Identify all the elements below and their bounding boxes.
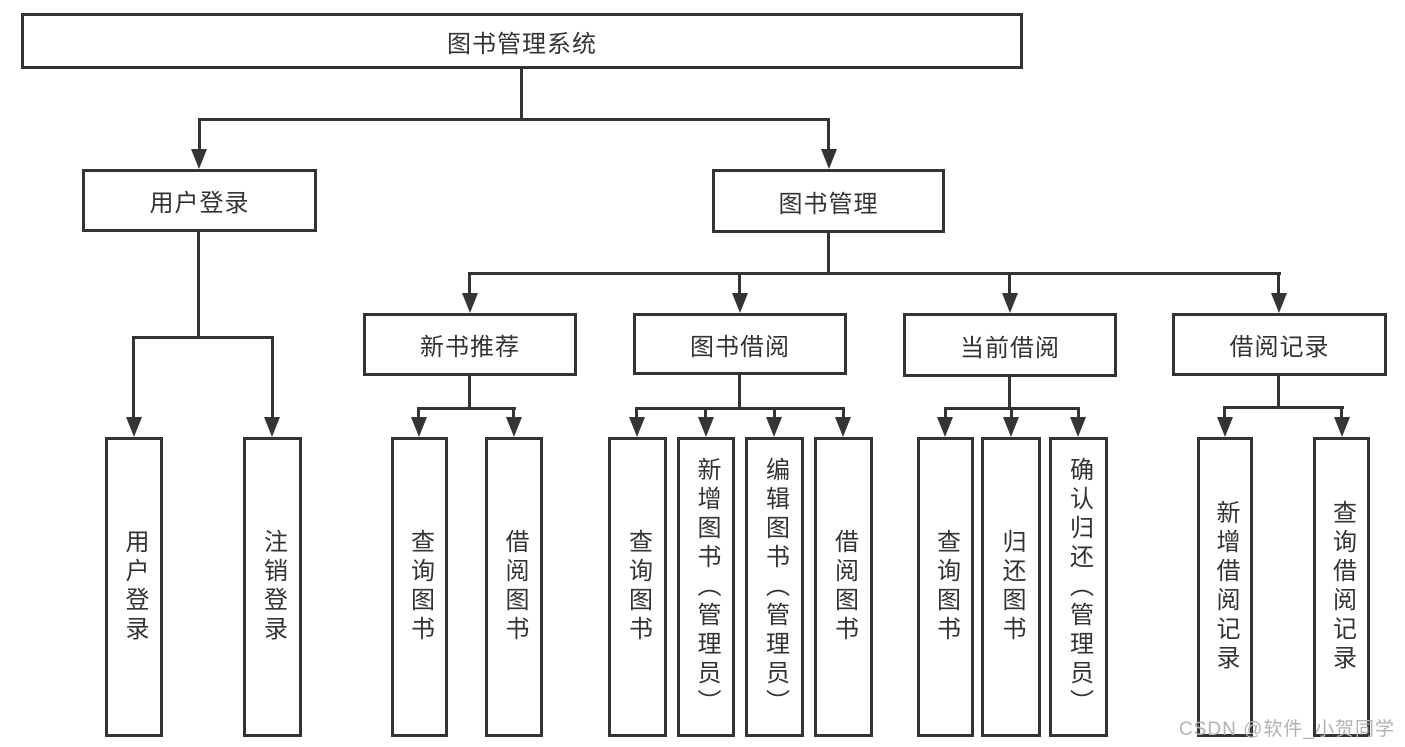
connector-bb-stub-2 <box>704 407 707 419</box>
node-leaf-borrow-books-1: 借阅图书 <box>485 437 543 737</box>
node-label: 当前借阅 <box>960 334 1060 362</box>
node-label: 归还图书 <box>998 529 1025 645</box>
node-leaf-query-books-3: 查询图书 <box>917 437 974 737</box>
connector-bookmgmt-stub-4 <box>1277 272 1280 295</box>
node-label: 借阅图书 <box>830 529 858 645</box>
node-label: 用户登录 <box>149 190 250 217</box>
connector-bookmgmt-vline <box>827 233 830 274</box>
connector-bb-stub-3 <box>773 407 776 419</box>
arrow-down-icon <box>1334 417 1350 437</box>
node-label: 确认归还（管理员） <box>1065 456 1093 718</box>
connector-root-vline <box>520 69 523 118</box>
node-label: 新增借阅记录 <box>1212 500 1239 674</box>
arrow-down-icon <box>835 417 851 437</box>
arrow-down-icon <box>937 417 953 437</box>
node-label: 注销登录 <box>259 529 287 645</box>
node-label: 新增图书（管理员） <box>693 456 720 718</box>
connector-cb-stub-3 <box>1077 407 1080 419</box>
connector-br-hline <box>1223 406 1344 409</box>
arrow-down-icon <box>629 417 645 437</box>
connector-bb-hline <box>636 407 845 410</box>
node-label: 图书管理 <box>778 190 879 218</box>
arrow-down-icon <box>1217 417 1233 437</box>
arrow-down-icon <box>698 417 714 437</box>
arrow-down-icon <box>462 293 478 313</box>
node-label: 借阅记录 <box>1229 334 1330 361</box>
connector-br-vline <box>1277 376 1280 408</box>
connector-br-stub-1 <box>1223 406 1226 419</box>
connector-bb-stub-1 <box>635 407 638 419</box>
arrow-down-icon <box>264 417 280 437</box>
connector-nbr-stub-2 <box>512 407 515 419</box>
connector-bookmgmt-stub-1 <box>468 272 471 295</box>
node-leaf-borrow-books-2: 借阅图书 <box>814 437 873 737</box>
node-book-borrowing: 图书借阅 <box>633 313 847 375</box>
node-user-login: 用户登录 <box>82 169 317 232</box>
node-leaf-logout: 注销登录 <box>243 437 302 737</box>
node-borrowing-records: 借阅记录 <box>1172 313 1387 376</box>
node-label: 查询图书 <box>932 529 960 645</box>
connector-bookmgmt-stub-3 <box>1008 272 1011 295</box>
node-new-book-recommendation: 新书推荐 <box>363 313 577 376</box>
connector-root-stub-right <box>827 118 830 151</box>
arrow-down-icon <box>732 293 748 313</box>
connector-cb-stub-2 <box>1010 407 1013 419</box>
connector-userlogin-vline <box>197 232 200 336</box>
node-leaf-confirm-return-admin: 确认归还（管理员） <box>1049 437 1108 737</box>
connector-bb-vline <box>738 375 741 409</box>
arrow-down-icon <box>191 149 207 169</box>
arrow-down-icon <box>506 417 522 437</box>
node-label: 查询图书 <box>624 529 652 645</box>
arrow-down-icon <box>1271 293 1287 313</box>
connector-nbr-vline <box>468 376 471 409</box>
node-current-borrowing: 当前借阅 <box>903 313 1117 377</box>
connector-userlogin-stub-1 <box>132 336 135 419</box>
node-leaf-edit-books-admin: 编辑图书（管理员） <box>745 437 804 737</box>
node-label: 查询图书 <box>406 529 434 645</box>
arrow-down-icon <box>411 417 427 437</box>
connector-nbr-stub-1 <box>417 407 420 419</box>
connector-userlogin-stub-2 <box>271 336 274 419</box>
connector-cb-stub-1 <box>944 407 947 419</box>
connector-nbr-hline <box>418 407 516 410</box>
node-leaf-query-books-1: 查询图书 <box>391 437 448 737</box>
connector-bb-stub-4 <box>842 407 845 419</box>
node-library-management-system: 图书管理系统 <box>21 13 1023 69</box>
node-label: 编辑图书（管理员） <box>761 456 789 718</box>
connector-bookmgmt-hline <box>469 272 1281 275</box>
arrow-down-icon <box>766 417 782 437</box>
connector-root-stub-left <box>198 118 201 151</box>
arrow-down-icon <box>1002 293 1018 313</box>
connector-bookmgmt-stub-2 <box>738 272 741 295</box>
arrow-down-icon <box>1003 417 1019 437</box>
node-label: 查询借阅记录 <box>1328 500 1356 674</box>
node-leaf-add-books-admin: 新增图书（管理员） <box>677 437 735 737</box>
connector-br-stub-2 <box>1340 406 1343 419</box>
node-leaf-query-books-2: 查询图书 <box>608 437 667 737</box>
node-book-management: 图书管理 <box>712 169 945 233</box>
connector-cb-vline <box>1008 377 1011 409</box>
node-leaf-return-books: 归还图书 <box>981 437 1041 737</box>
node-leaf-query-borrow-record: 查询借阅记录 <box>1313 437 1370 737</box>
arrow-down-icon <box>821 149 837 169</box>
node-label: 用户登录 <box>121 529 148 645</box>
node-label: 借阅图书 <box>501 529 528 645</box>
arrow-down-icon <box>126 417 142 437</box>
node-leaf-add-borrow-record: 新增借阅记录 <box>1197 437 1253 737</box>
connector-root-hline <box>198 118 829 121</box>
csdn-watermark: CSDN @软件_小贺同学 <box>1179 719 1395 740</box>
node-label: 图书借阅 <box>690 333 790 361</box>
node-label: 图书管理系统 <box>447 30 597 58</box>
node-label: 新书推荐 <box>420 334 520 361</box>
connector-userlogin-hline <box>133 336 274 339</box>
node-leaf-user-login: 用户登录 <box>105 437 163 737</box>
arrow-down-icon <box>1070 417 1086 437</box>
